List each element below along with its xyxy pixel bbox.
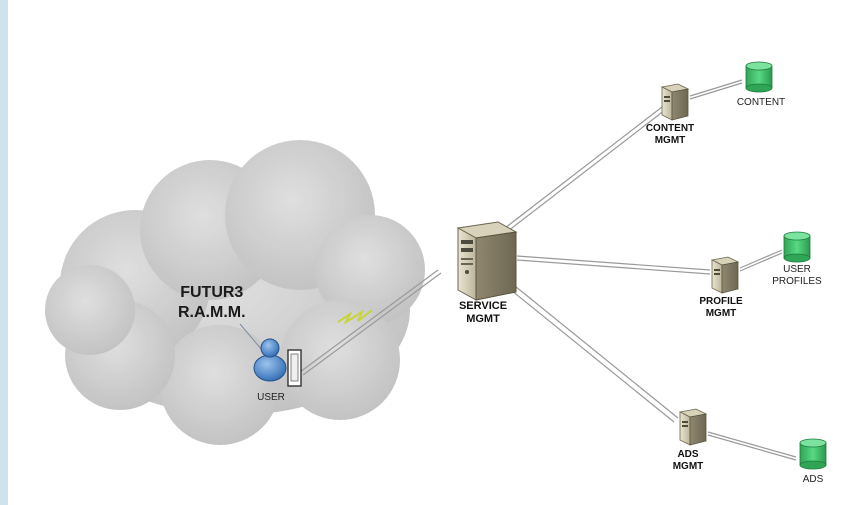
link-profile-mgmt-db xyxy=(739,249,783,272)
server-icon-content-mgmt xyxy=(660,83,690,121)
brand-pointer-line xyxy=(239,323,263,351)
service-mgmt-label: SERVICE MGMT xyxy=(446,300,520,325)
user-icon xyxy=(253,338,287,382)
content-mgmt-line-2: MGMT xyxy=(654,134,686,146)
link-content-mgmt-db xyxy=(689,79,743,100)
link-service-profile-mgmt xyxy=(516,255,711,275)
database-icon-content xyxy=(745,61,773,93)
database-icon-ads xyxy=(799,438,827,470)
user-profiles-line-1: USER xyxy=(783,264,811,275)
brand-line-2: R.A.M.M. xyxy=(178,304,246,321)
user-profiles-db-label: USER PROFILES xyxy=(760,264,834,287)
server-icon-ads-mgmt xyxy=(678,408,708,446)
server-icon-profile-mgmt xyxy=(710,256,740,294)
user-label: USER xyxy=(257,392,285,403)
profile-mgmt-line-2: MGMT xyxy=(705,307,737,319)
device-icon xyxy=(287,349,302,387)
wireless-link-icon xyxy=(337,309,373,325)
ads-db-label: ADS xyxy=(802,474,824,485)
ads-mgmt-line-2: MGMT xyxy=(672,460,704,472)
content-mgmt-label: CONTENT MGMT xyxy=(634,123,706,146)
service-mgmt-line-2: MGMT xyxy=(466,312,500,325)
server-icon-service-mgmt xyxy=(456,221,518,301)
content-db-label: CONTENT xyxy=(736,97,786,108)
profile-mgmt-label: PROFILE MGMT xyxy=(686,296,756,319)
link-user-service xyxy=(299,269,442,376)
link-service-content-mgmt xyxy=(504,106,666,232)
user-profiles-line-2: PROFILES xyxy=(772,275,822,287)
link-service-ads-mgmt xyxy=(505,281,679,423)
brand-line-1: FUTUR3 xyxy=(180,284,244,301)
link-ads-mgmt-db xyxy=(707,431,797,461)
cloud-shape xyxy=(45,140,425,445)
brand-label: FUTUR3 R.A.M.M. xyxy=(178,283,246,323)
profile-mgmt-line-1: PROFILE xyxy=(699,296,743,307)
ads-mgmt-label: ADS MGMT xyxy=(660,449,716,472)
database-icon-user-profiles xyxy=(783,231,811,263)
content-mgmt-line-1: CONTENT xyxy=(645,123,695,134)
left-accent-bar xyxy=(0,0,8,505)
ads-mgmt-line-1: ADS xyxy=(677,449,699,460)
service-mgmt-line-1: SERVICE xyxy=(458,300,508,312)
links xyxy=(299,79,797,461)
